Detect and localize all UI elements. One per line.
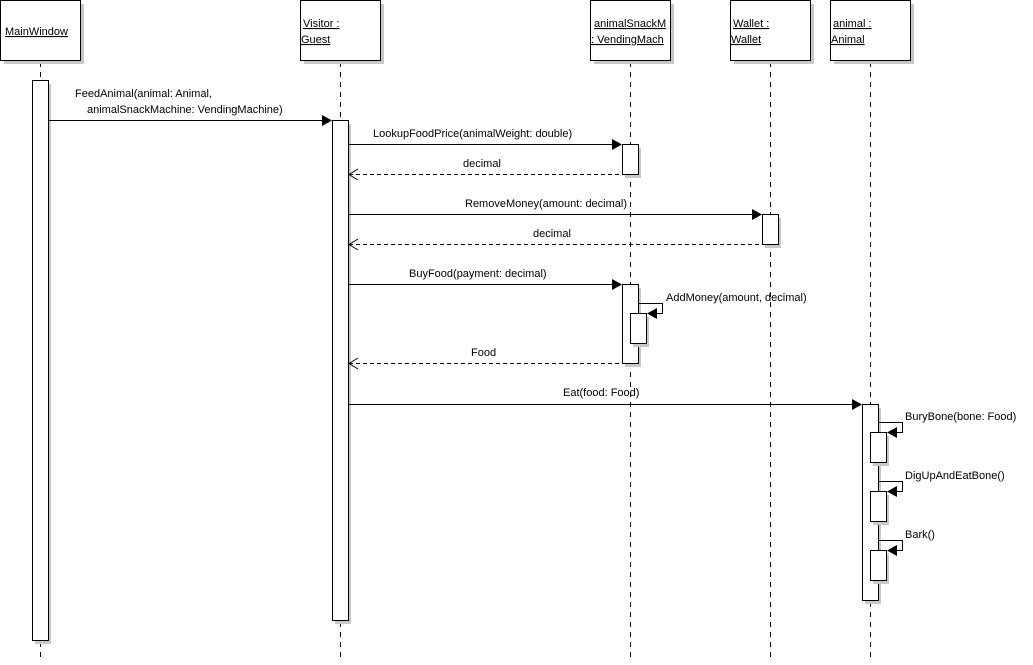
- message-feed-animal[interactable]: FeedAnimal(animal: Animal, animalSnackMa…: [49, 88, 332, 126]
- activation-mainwindow[interactable]: [32, 80, 52, 645]
- arrowhead-filled-icon: [647, 308, 657, 319]
- activation-snack-lookup[interactable]: [622, 144, 642, 179]
- activation-animal-bark[interactable]: [870, 550, 890, 585]
- lifeline-wallet[interactable]: Wallet : Wallet: [730, 0, 815, 65]
- activation-animal-bury[interactable]: [870, 432, 890, 467]
- lifeline-animal-label-2: Animal: [831, 34, 865, 46]
- message-bark[interactable]: Bark(): [878, 529, 935, 556]
- arrowhead-filled-icon: [852, 399, 862, 410]
- message-dig-up-and-eat-bone[interactable]: DigUpAndEatBone(): [878, 470, 1005, 497]
- message-label: RemoveMoney(amount: decimal): [465, 198, 627, 210]
- message-lookup-return[interactable]: decimal: [348, 158, 622, 181]
- arrowhead-filled-icon: [322, 115, 332, 126]
- message-label: decimal: [463, 158, 501, 170]
- message-label: LookupFoodPrice(animalWeight: double): [373, 128, 572, 140]
- arrowhead-filled-icon: [887, 486, 897, 497]
- arrowhead-filled-icon: [887, 545, 897, 556]
- message-label: BuyFood(payment: decimal): [409, 268, 547, 280]
- message-eat[interactable]: Eat(food: Food): [349, 387, 862, 410]
- message-label: Eat(food: Food): [563, 387, 639, 399]
- lifeline-mainwindow-label: MainWindow: [5, 26, 68, 38]
- lifeline-lines: [40, 62, 871, 660]
- message-label: animalSnackMachine: VendingMachine): [87, 104, 283, 116]
- arrowhead-filled-icon: [612, 279, 622, 290]
- activation-animal-dig[interactable]: [870, 491, 890, 526]
- message-label: DigUpAndEatBone(): [905, 470, 1005, 482]
- lifeline-visitor-label-1: Visitor :: [303, 18, 339, 30]
- arrowhead-filled-icon: [752, 209, 762, 220]
- arrowhead-filled-icon: [612, 139, 622, 150]
- message-label: FeedAnimal(animal: Animal,: [75, 88, 212, 100]
- message-label: decimal: [533, 228, 571, 240]
- message-add-money[interactable]: AddMoney(amount, decimal): [638, 292, 807, 319]
- arrowhead-open-icon: [348, 357, 359, 370]
- message-label: BuryBone(bone: Food): [905, 411, 1016, 423]
- activation-wallet-remove[interactable]: [762, 214, 782, 249]
- message-remove-money[interactable]: RemoveMoney(amount: decimal): [349, 198, 762, 220]
- message-remove-return[interactable]: decimal: [348, 228, 762, 251]
- arrowhead-filled-icon: [887, 427, 897, 438]
- lifeline-animal-label-1: animal :: [833, 18, 872, 30]
- message-label: AddMoney(amount, decimal): [666, 292, 807, 304]
- activations: [32, 80, 890, 645]
- lifeline-snack-label-2: : VendingMach: [591, 34, 664, 46]
- arrowhead-open-icon: [348, 238, 359, 251]
- message-label: Food: [471, 347, 496, 359]
- message-label: Bark(): [905, 529, 935, 541]
- lifeline-visitor[interactable]: Visitor : Guest: [300, 0, 385, 65]
- lifeline-snack-machine[interactable]: animalSnackM : VendingMach: [590, 0, 675, 65]
- lifeline-snack-label-1: animalSnackM: [594, 18, 666, 30]
- lifeline-mainwindow[interactable]: MainWindow: [0, 0, 85, 65]
- activation-visitor[interactable]: [332, 120, 352, 625]
- lifeline-visitor-label-2: Guest: [301, 34, 330, 46]
- lifeline-wallet-label-1: Wallet :: [733, 18, 769, 30]
- message-buy-return[interactable]: Food: [348, 347, 622, 370]
- arrowhead-open-icon: [348, 168, 359, 181]
- message-bury-bone[interactable]: BuryBone(bone: Food): [878, 411, 1017, 438]
- message-lookup-food-price[interactable]: LookupFoodPrice(animalWeight: double): [349, 128, 622, 150]
- lifeline-animal[interactable]: animal : Animal: [830, 0, 915, 65]
- lifeline-wallet-label-2: Wallet: [731, 34, 761, 46]
- activation-snack-addmoney[interactable]: [630, 313, 650, 348]
- message-buy-food[interactable]: BuyFood(payment: decimal): [349, 268, 622, 290]
